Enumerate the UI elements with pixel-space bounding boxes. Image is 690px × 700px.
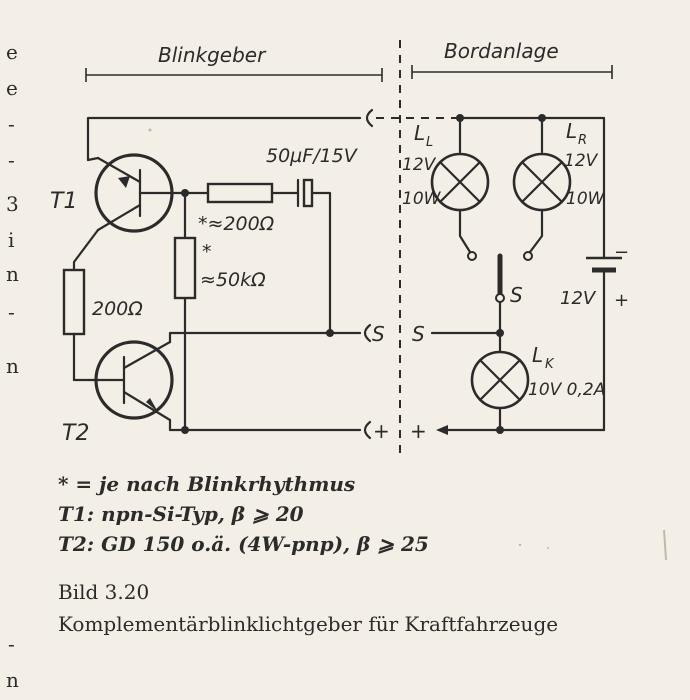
- label-r-200: 200Ω: [92, 298, 143, 320]
- label-capacitor: 50µF/15V: [266, 145, 359, 167]
- label-lamp-k-name: L: [532, 343, 543, 367]
- label-r-50k: ≈50kΩ: [200, 269, 266, 291]
- margin-letter-2: -: [8, 112, 15, 136]
- figure-number: Bild 3.20: [58, 580, 150, 604]
- label-r-star: *: [202, 241, 212, 263]
- node-plus-right: [496, 426, 504, 434]
- margin-letter-7: -: [8, 300, 15, 324]
- lamp-kontrolle: [470, 350, 530, 410]
- margin-letter-10: n: [6, 668, 19, 692]
- section-bracket-right: [411, 65, 613, 79]
- transistor-t2: [94, 340, 174, 422]
- contact-left: [467, 251, 477, 261]
- label-t1: T1: [50, 189, 77, 214]
- margin-letter-1: e: [6, 76, 18, 100]
- wire-s-right: [430, 331, 502, 354]
- label-lamp-r-v: 12V: [564, 151, 599, 171]
- label-lamp-l-sub: L: [426, 135, 433, 150]
- node-plus: [181, 426, 189, 434]
- transistor-t1: [94, 153, 187, 233]
- label-conn-plus-right: +: [410, 419, 427, 443]
- section-label-blinkgeber: Blinkgeber: [158, 43, 267, 67]
- lamp-right: [512, 152, 572, 212]
- label-r-star-200: *≈200Ω: [198, 213, 275, 235]
- wire-top-rail: [458, 116, 606, 260]
- label-t2: T2: [62, 421, 89, 446]
- label-lamp-l-v: 12V: [402, 155, 437, 175]
- label-conn-plus-left: +: [373, 419, 390, 443]
- switch-s: [495, 253, 505, 303]
- wire-lamp-l-bottom: [458, 208, 472, 254]
- connector-top-left: [365, 108, 374, 128]
- scan-specks: [148, 128, 667, 561]
- wire-lamp-r-bottom: [528, 208, 544, 254]
- note-line-1: * = je nach Blinkrhythmus: [58, 472, 356, 496]
- label-conn-s-left: S: [372, 322, 385, 346]
- wire-plus-left: [168, 418, 362, 432]
- contact-right: [523, 251, 533, 261]
- label-battery-plus: +: [614, 290, 629, 311]
- connector-plus-left: [363, 420, 372, 440]
- margin-letter-8: n: [6, 354, 19, 378]
- label-lamp-l-name: L: [414, 121, 425, 145]
- arrow-plus-right: [436, 425, 448, 435]
- margin-letter-4: 3: [6, 192, 19, 216]
- wire-s-left: [168, 331, 362, 344]
- wire-t1-collector: [72, 228, 100, 272]
- margin-letter-6: n: [6, 262, 19, 286]
- label-lamp-k-rating: 10V 0,2A: [528, 380, 605, 400]
- label-battery-minus: −: [614, 242, 629, 263]
- resistor-50k: [173, 236, 197, 300]
- figure-title: Komplementärblinklichtgeber für Kraftfah…: [58, 612, 559, 636]
- connector-s-left: [363, 323, 372, 343]
- resistor-star-200: [206, 182, 274, 204]
- margin-letter-0: e: [6, 40, 18, 64]
- label-lamp-r-w: 10W: [566, 189, 606, 209]
- note-line-2: T1: npn-Si-Typ, β ⩾ 20: [58, 502, 304, 526]
- wire-t1-emitter: [86, 156, 100, 162]
- node-s: [326, 329, 334, 337]
- label-conn-s-right: S: [412, 322, 425, 346]
- margin-letter-9: -: [8, 632, 15, 656]
- label-switch-s: S: [510, 283, 523, 307]
- margin-letter-5: i: [8, 228, 15, 252]
- label-lamp-k-sub: K: [545, 357, 555, 372]
- note-line-3: T2: GD 150 o.ä. (4W-pnp), β ⩾ 25: [58, 532, 429, 556]
- node-s-right: [496, 329, 504, 337]
- wire-top: [86, 116, 362, 162]
- label-lamp-r-name: L: [566, 119, 577, 143]
- label-lamp-l-w: 10W: [402, 189, 442, 209]
- label-battery-v: 12V: [560, 288, 597, 309]
- resistor-200: [62, 268, 86, 336]
- section-label-bordanlage: Bordanlage: [444, 39, 559, 63]
- margin-letter-3: -: [8, 148, 15, 172]
- section-bracket-left: [85, 68, 383, 82]
- capacitor: [296, 178, 314, 208]
- label-lamp-r-sub: R: [578, 133, 587, 148]
- wire-cap-down: [310, 191, 332, 335]
